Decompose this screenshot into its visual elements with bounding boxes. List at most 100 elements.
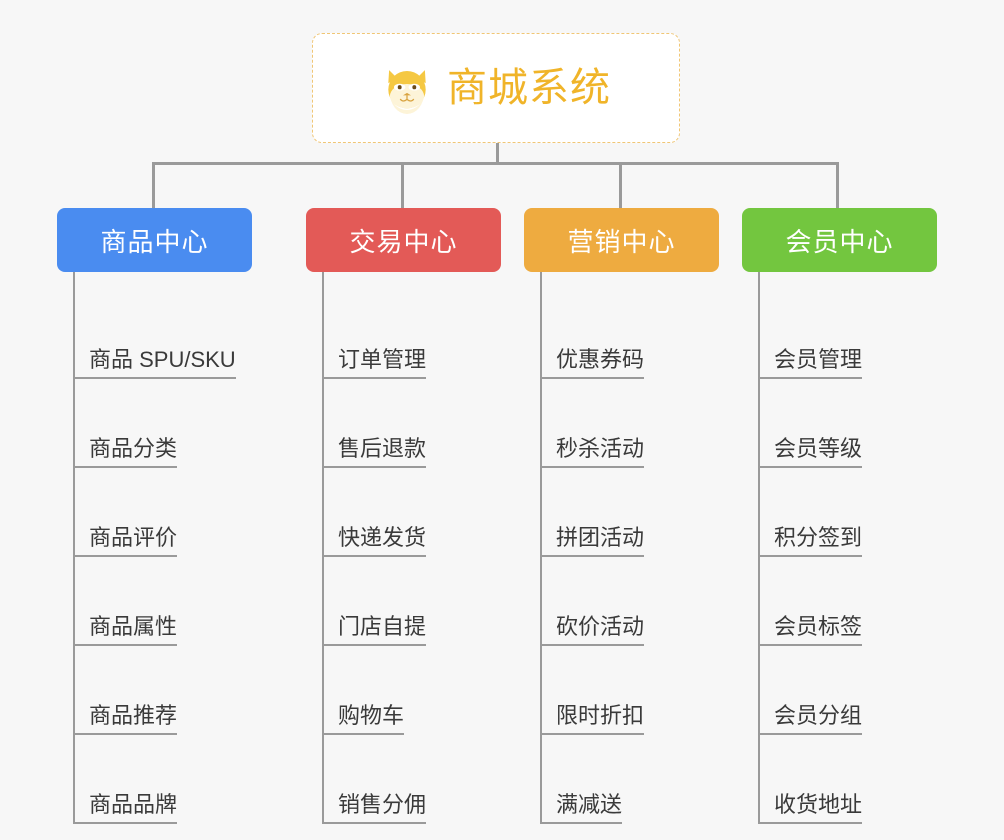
list-item-underline	[73, 377, 236, 379]
list-item-underline	[758, 644, 862, 646]
list-item[interactable]: 砍价活动	[540, 557, 719, 646]
connector-drop-3	[619, 162, 622, 210]
list-item-label: 积分签到	[774, 524, 863, 550]
category-rail	[540, 272, 542, 824]
list-item-label: 销售分佣	[338, 791, 427, 817]
category-header-trade[interactable]: 交易中心	[306, 208, 501, 272]
category-column-marketing: 营销中心 优惠券码 秒杀活动 拼团活动 砍价活动 限时折扣	[524, 208, 719, 824]
list-item-label: 收货地址	[774, 791, 863, 817]
list-item-label: 售后退款	[338, 435, 427, 461]
list-item-label: 砍价活动	[556, 613, 645, 639]
category-column-product: 商品中心 商品 SPU/SKU 商品分类 商品评价 商品属性 商品推荐	[57, 208, 252, 824]
list-item[interactable]: 商品 SPU/SKU	[73, 290, 252, 379]
list-item-underline	[540, 466, 644, 468]
list-item-underline	[322, 822, 426, 824]
list-item-underline	[540, 555, 644, 557]
list-item[interactable]: 收货地址	[758, 735, 937, 824]
list-item-underline	[73, 466, 177, 468]
list-item-label: 订单管理	[338, 346, 427, 372]
list-item-label: 商品推荐	[89, 702, 178, 728]
list-item-label: 限时折扣	[556, 702, 645, 728]
list-item-label: 快递发货	[338, 524, 427, 550]
list-item-underline	[73, 555, 177, 557]
list-item-underline	[540, 644, 644, 646]
list-item[interactable]: 积分签到	[758, 468, 937, 557]
list-item[interactable]: 商品属性	[73, 557, 252, 646]
list-item[interactable]: 销售分佣	[322, 735, 501, 824]
list-item-underline	[73, 822, 177, 824]
root-node[interactable]: 商城系统	[312, 33, 680, 143]
list-item-label: 门店自提	[338, 613, 427, 639]
list-item-label: 拼团活动	[556, 524, 645, 550]
category-column-member: 会员中心 会员管理 会员等级 积分签到 会员标签 会员分组	[742, 208, 937, 824]
list-item-underline	[758, 822, 862, 824]
list-item-label: 会员管理	[774, 346, 863, 372]
category-rail	[758, 272, 760, 824]
connector-drop-4	[836, 162, 839, 210]
category-items-member: 会员管理 会员等级 积分签到 会员标签 会员分组 收货地址	[742, 272, 937, 824]
list-item-label: 优惠券码	[556, 346, 645, 372]
list-item[interactable]: 门店自提	[322, 557, 501, 646]
category-items-marketing: 优惠券码 秒杀活动 拼团活动 砍价活动 限时折扣 满减送	[524, 272, 719, 824]
list-item-label: 会员标签	[774, 613, 863, 639]
category-rail	[322, 272, 324, 824]
list-item[interactable]: 商品评价	[73, 468, 252, 557]
list-item[interactable]: 商品品牌	[73, 735, 252, 824]
list-item[interactable]: 会员标签	[758, 557, 937, 646]
list-item-underline	[322, 733, 404, 735]
list-item[interactable]: 会员管理	[758, 290, 937, 379]
list-item-label: 会员等级	[774, 435, 863, 461]
category-column-trade: 交易中心 订单管理 售后退款 快递发货 门店自提 购物车	[306, 208, 501, 824]
list-item[interactable]: 优惠券码	[540, 290, 719, 379]
list-item-label: 商品品牌	[89, 791, 178, 817]
list-item-underline	[540, 377, 644, 379]
list-item-underline	[322, 377, 426, 379]
list-item-underline	[540, 822, 622, 824]
category-header-marketing[interactable]: 营销中心	[524, 208, 719, 272]
category-header-label: 会员中心	[785, 226, 894, 257]
list-item-label: 会员分组	[774, 702, 863, 728]
category-header-label: 交易中心	[349, 226, 458, 257]
category-items-trade: 订单管理 售后退款 快递发货 门店自提 购物车 销售分佣	[306, 272, 501, 824]
list-item[interactable]: 秒杀活动	[540, 379, 719, 468]
list-item[interactable]: 订单管理	[322, 290, 501, 379]
list-item-underline	[758, 466, 862, 468]
list-item[interactable]: 售后退款	[322, 379, 501, 468]
connector-root-stem	[496, 143, 499, 165]
list-item-label: 商品评价	[89, 524, 178, 550]
category-header-member[interactable]: 会员中心	[742, 208, 937, 272]
connector-drop-1	[152, 162, 155, 210]
root-label: 商城系统	[447, 66, 611, 110]
list-item[interactable]: 满减送	[540, 735, 719, 824]
list-item-underline	[758, 377, 862, 379]
list-item-label: 商品属性	[89, 613, 178, 639]
list-item[interactable]: 会员等级	[758, 379, 937, 468]
list-item[interactable]: 会员分组	[758, 646, 937, 735]
connector-drop-2	[401, 162, 404, 210]
list-item-label: 秒杀活动	[556, 435, 645, 461]
list-item-underline	[540, 733, 644, 735]
category-header-product[interactable]: 商品中心	[57, 208, 252, 272]
list-item-underline	[758, 733, 862, 735]
list-item[interactable]: 商品推荐	[73, 646, 252, 735]
list-item-label: 购物车	[338, 702, 405, 728]
list-item[interactable]: 拼团活动	[540, 468, 719, 557]
list-item-underline	[322, 644, 426, 646]
list-item-underline	[758, 555, 862, 557]
list-item-label: 满减送	[556, 791, 623, 817]
list-item-underline	[73, 733, 177, 735]
list-item[interactable]: 购物车	[322, 646, 501, 735]
category-items-product: 商品 SPU/SKU 商品分类 商品评价 商品属性 商品推荐 商品品牌	[57, 272, 252, 824]
category-rail	[73, 272, 75, 824]
list-item-label: 商品 SPU/SKU	[89, 346, 236, 372]
list-item-underline	[322, 466, 426, 468]
shiba-dog-icon	[388, 70, 426, 114]
category-header-label: 商品中心	[100, 226, 209, 257]
connector-bus	[152, 162, 839, 165]
list-item[interactable]: 商品分类	[73, 379, 252, 468]
list-item-underline	[322, 555, 426, 557]
list-item[interactable]: 快递发货	[322, 468, 501, 557]
list-item[interactable]: 限时折扣	[540, 646, 719, 735]
list-item-label: 商品分类	[89, 435, 178, 461]
